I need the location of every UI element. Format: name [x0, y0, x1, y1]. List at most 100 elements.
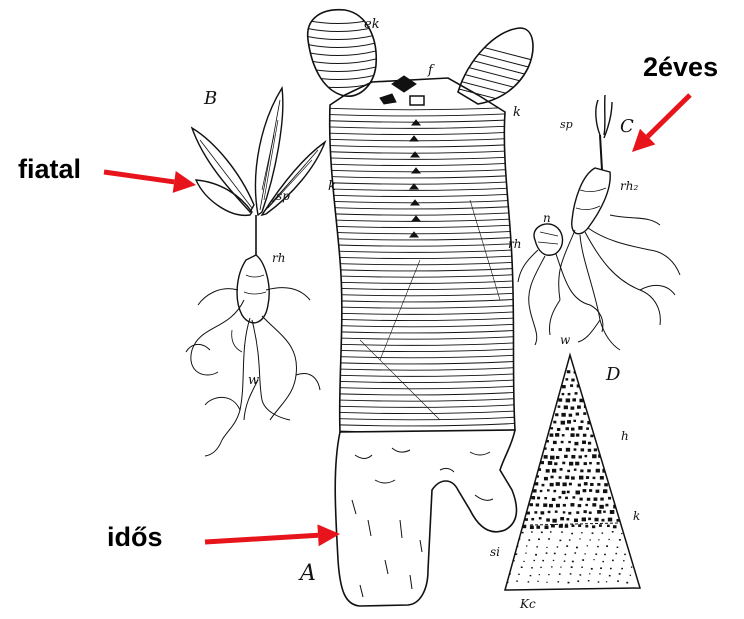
cell-dot	[565, 476, 569, 480]
cell-dot	[569, 483, 572, 486]
cell-dot	[571, 379, 574, 382]
ring-line	[320, 126, 520, 129]
cell-dot	[613, 525, 617, 528]
cell-dot	[599, 505, 603, 509]
bud-mark	[412, 216, 420, 221]
cell-dot	[564, 455, 568, 458]
ring-line	[320, 206, 520, 209]
cell-dot	[543, 503, 547, 507]
ring-line	[320, 374, 520, 377]
cell-dot	[582, 517, 586, 521]
cell-dot	[575, 462, 579, 466]
cell-dot	[578, 524, 581, 527]
cell-dot	[590, 483, 593, 486]
cell-dot	[560, 468, 563, 471]
cell-dot	[581, 448, 585, 451]
cell-dot	[579, 538, 580, 539]
old-rhizome-texture	[352, 448, 493, 597]
cell-dot	[631, 566, 633, 567]
cell-dot	[570, 384, 573, 387]
cell-dot	[530, 575, 532, 576]
cell-dot	[592, 525, 595, 528]
cell-dot	[553, 441, 557, 444]
ring-line	[320, 268, 520, 271]
cell-dot	[571, 476, 575, 479]
cell-dot	[574, 442, 578, 445]
ring-line	[320, 349, 520, 352]
cell-dot	[619, 573, 621, 575]
cell-dot	[569, 539, 571, 540]
cell-dot	[537, 497, 540, 500]
cell-dot	[575, 392, 578, 395]
label-h: h	[621, 429, 629, 443]
label-old-rhizome: idős	[107, 522, 163, 553]
cell-dot	[564, 560, 566, 561]
label-rh2: rh₂	[620, 179, 638, 193]
cone-cells	[507, 370, 633, 583]
ring-line	[320, 256, 520, 259]
ring-line	[320, 194, 520, 197]
cell-dot	[580, 574, 582, 575]
cell-dot	[558, 405, 561, 407]
cell-dot	[542, 484, 545, 486]
arrow-two-year	[632, 95, 690, 152]
cell-dot	[553, 560, 554, 561]
cell-dot	[583, 510, 586, 513]
cell-dot	[606, 545, 608, 547]
cell-dot	[562, 434, 565, 436]
ringed-body-outline	[330, 78, 515, 432]
cell-dot	[561, 413, 565, 417]
ring-line	[320, 355, 520, 358]
cell-dot	[572, 525, 575, 527]
cell-dot	[582, 559, 584, 561]
cell-dot	[563, 511, 566, 513]
cell-dot	[597, 510, 601, 514]
cell-dot	[612, 560, 614, 562]
cell-dot	[566, 545, 568, 547]
rhizome-1-knob	[534, 224, 562, 255]
cell-dot	[584, 462, 587, 465]
ring-line	[320, 212, 520, 215]
ring-line	[320, 175, 520, 178]
cell-dot	[592, 532, 594, 534]
cell-dot	[565, 554, 567, 555]
cell-dot	[562, 491, 566, 494]
ring-line	[320, 367, 520, 370]
cell-dot	[571, 533, 573, 535]
ring-line	[320, 250, 520, 253]
cell-dot	[528, 539, 530, 541]
cell-dot	[562, 385, 566, 388]
cell-dot	[593, 559, 594, 560]
cell-dot	[585, 455, 588, 457]
cell-dot	[552, 469, 556, 473]
cell-dot	[573, 420, 576, 422]
cell-dot	[598, 539, 599, 540]
ring-line	[320, 163, 520, 166]
cell-dot	[577, 580, 579, 582]
ring-line	[320, 318, 520, 321]
cell-dot	[537, 581, 538, 582]
ring-scars	[320, 107, 520, 432]
label-ek: ek	[364, 17, 380, 32]
cell-dot	[544, 477, 548, 480]
cell-dot	[589, 539, 590, 540]
ring-line	[320, 150, 520, 153]
cell-dot	[582, 441, 586, 444]
cell-dot	[534, 511, 537, 514]
ring-line	[320, 386, 520, 389]
cell-dot	[599, 573, 600, 574]
cell-dot	[588, 449, 591, 452]
ring-line	[320, 237, 520, 240]
cell-dot	[527, 512, 530, 515]
ring-line	[320, 293, 520, 296]
cell-dot	[557, 581, 559, 582]
cell-dot	[630, 575, 631, 576]
label-two-year-plant: 2éves	[643, 52, 718, 83]
cell-dot	[579, 399, 583, 403]
cell-dot	[555, 433, 559, 437]
cell-dot	[570, 433, 574, 437]
panel-letter-d: D	[605, 364, 621, 385]
cell-dot	[572, 398, 576, 401]
cell-dot	[617, 580, 619, 582]
cell-dot	[550, 483, 554, 487]
